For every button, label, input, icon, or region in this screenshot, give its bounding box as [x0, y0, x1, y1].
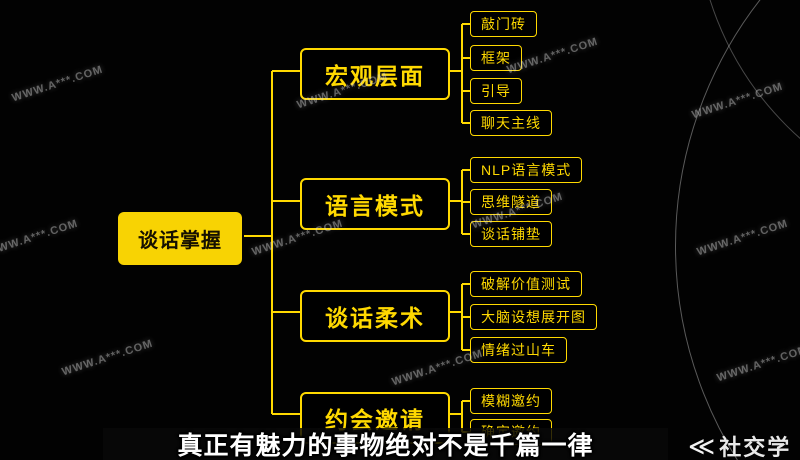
- watermark-text: WWW.A***.COM: [250, 217, 345, 259]
- leaf-node: 引导: [470, 78, 522, 104]
- branch-node-language: 语言模式: [300, 178, 450, 230]
- leaf-node: 思维隧道: [470, 189, 552, 215]
- branch-node-macro: 宏观层面: [300, 48, 450, 100]
- leaf-node: 模糊邀约: [470, 388, 552, 414]
- watermark-text: WWW.A***.COM: [0, 217, 80, 259]
- leaf-node: 破解价值测试: [470, 271, 582, 297]
- logo-icon: ≪: [688, 431, 716, 460]
- watermark-text: WWW.A***.COM: [60, 337, 155, 379]
- subtitle-text: 真正有魅力的事物绝对不是千篇一律: [177, 432, 594, 460]
- watermark-text: WWW.A***.COM: [390, 347, 485, 389]
- leaf-node: 大脑设想展开图: [470, 304, 597, 330]
- logo-text: 社交学: [719, 435, 792, 460]
- leaf-node: 谈话铺垫: [470, 221, 552, 247]
- leaf-node: 情绪过山车: [470, 337, 567, 363]
- leaf-node: 聊天主线: [470, 110, 552, 136]
- leaf-node: NLP语言模式: [470, 157, 583, 183]
- leaf-node: 框架: [470, 45, 522, 71]
- channel-logo: ≪ 社交学: [688, 430, 791, 460]
- root-node: 谈话掌握: [118, 212, 242, 265]
- subtitle-bar: 真正有魅力的事物绝对不是千篇一律: [103, 428, 668, 460]
- decorative-circle-large: [675, 0, 800, 460]
- leaf-node: 敲门砖: [470, 11, 537, 37]
- branch-node-jujitsu: 谈话柔术: [300, 290, 450, 342]
- watermark-text: WWW.A***.COM: [10, 63, 105, 105]
